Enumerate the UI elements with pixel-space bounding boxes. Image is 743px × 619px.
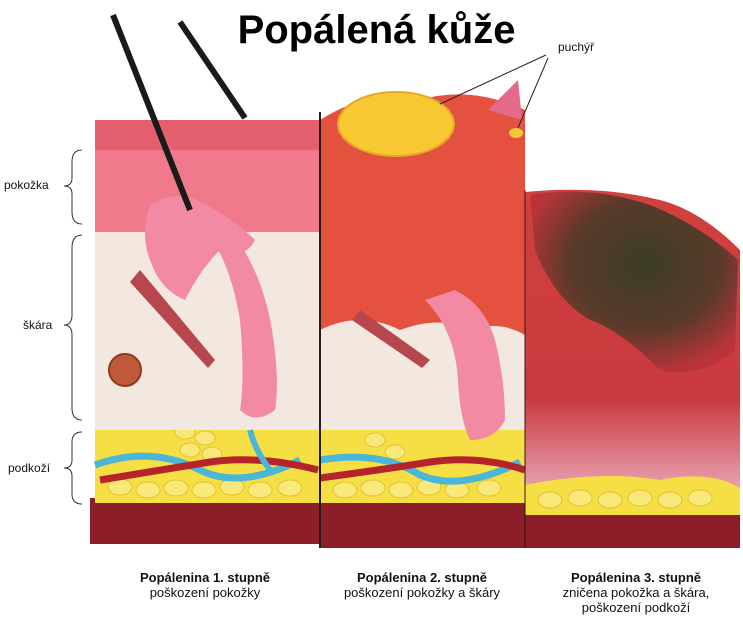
blister-pointer-line (440, 55, 546, 104)
caption-title: Popálenina 3. stupně (536, 570, 736, 585)
blister (338, 92, 454, 156)
section-first-degree (90, 15, 322, 544)
hair-strand (180, 22, 245, 118)
base-plate (90, 498, 322, 544)
section-second-degree (320, 80, 525, 548)
base-plate (525, 510, 740, 548)
blister-small (509, 128, 523, 138)
caption-description: zničena pokožka a škára, poškození podko… (536, 585, 736, 615)
blister-pointer-line (518, 58, 548, 128)
caption-first-degree: Popálenina 1. stupně poškození pokožky (105, 570, 305, 600)
caption-third-degree: Popálenina 3. stupně zničena pokožka a š… (536, 570, 736, 615)
bracket-epidermis (64, 150, 82, 224)
label-blister: puchýř (558, 40, 594, 54)
caption-second-degree: Popálenina 2. stupně poškození pokožky a… (322, 570, 522, 600)
caption-description: poškození pokožky (105, 585, 305, 600)
label-epidermis: pokožka (4, 178, 49, 192)
bracket-dermis (64, 235, 82, 420)
sweat-gland (109, 354, 141, 386)
caption-description: poškození pokožky a škáry (322, 585, 522, 600)
label-subcutis: podkoží (8, 461, 50, 475)
label-dermis: škára (23, 318, 52, 332)
bracket-subcutis (64, 432, 82, 504)
base-plate (320, 498, 525, 548)
section-third-degree (525, 190, 740, 548)
caption-title: Popálenina 2. stupně (322, 570, 522, 585)
layer-brackets (64, 150, 82, 504)
caption-title: Popálenina 1. stupně (105, 570, 305, 585)
